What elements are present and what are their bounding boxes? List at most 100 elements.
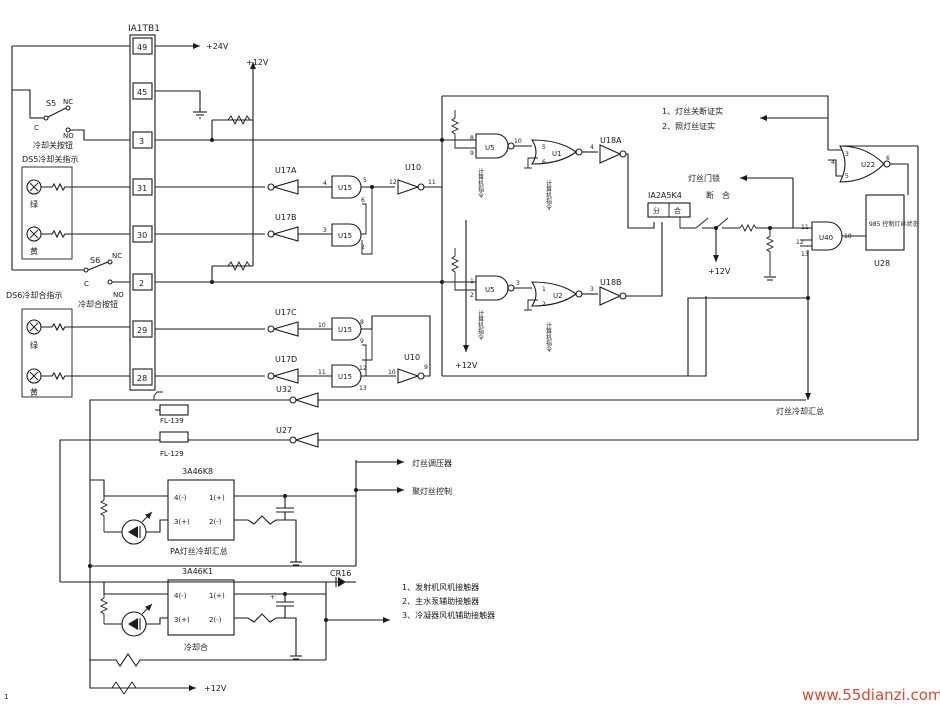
svg-text:3(+): 3(+)	[174, 518, 190, 526]
svg-text:10: 10	[318, 322, 326, 329]
svg-text:13: 13	[801, 251, 809, 258]
note-1: 1、灯丝关断证实	[662, 106, 723, 116]
gate-u5-top: U5 8 9 10 计算机指令	[470, 133, 522, 199]
svg-text:PA灯丝冷却汇总: PA灯丝冷却汇总	[170, 546, 228, 556]
terminal-pin-box	[132, 273, 153, 291]
u5-bias-resistor	[450, 248, 476, 291]
terminal-pin-label: 2	[139, 279, 144, 288]
svg-text:4: 4	[590, 144, 594, 151]
frame-bottom	[442, 296, 707, 377]
junction-dot	[210, 138, 214, 142]
pullup-resistor	[227, 114, 251, 126]
pin45-ground-wire	[155, 90, 201, 112]
junction-dot	[370, 185, 374, 189]
junction-dot	[768, 226, 772, 230]
ds6-caption: DS6冷却合指示	[6, 290, 62, 300]
svg-text:8: 8	[470, 135, 474, 142]
inverter-u17b: U17B	[267, 213, 332, 242]
ds5-green: 绿	[30, 200, 38, 209]
buffer-u27	[294, 432, 319, 448]
svg-text:+12V: +12V	[708, 267, 731, 276]
svg-text:计算机指令: 计算机指令	[477, 309, 484, 341]
terminal-pin-box	[132, 320, 153, 338]
terminal-pin-box	[132, 368, 153, 386]
svg-text:2: 2	[470, 292, 474, 299]
fil-adj-label: 灯丝调压器	[412, 458, 452, 468]
buffer-u18a: U18A	[599, 136, 627, 164]
svg-text:U15: U15	[338, 326, 352, 334]
svg-text:断 合: 断 合	[706, 190, 730, 200]
svg-text:985 控制灯丝状态: 985 控制灯丝状态	[869, 220, 918, 228]
gate-u15-c: U15 10 8 9	[318, 317, 364, 345]
s6-label: S6	[90, 256, 100, 265]
u17a-label: U17A	[275, 166, 297, 175]
svg-text:U5: U5	[485, 144, 495, 152]
svg-text:U15: U15	[338, 373, 352, 381]
svg-text:2: 2	[542, 301, 546, 308]
gate-u15-b: U15 3 2	[323, 223, 365, 251]
svg-text:计算机指令: 计算机指令	[545, 321, 552, 353]
latch-wire	[361, 203, 367, 235]
svg-text:分: 分	[653, 206, 660, 215]
svg-text:U2: U2	[553, 292, 563, 300]
s5-label: S5	[46, 99, 56, 108]
latch-wire	[361, 344, 367, 377]
fl139-filter	[159, 404, 189, 416]
fil-ctrl-label: 聚灯丝控制	[412, 486, 452, 496]
svg-text:U18B: U18B	[600, 278, 622, 287]
svg-text:12: 12	[359, 365, 367, 372]
svg-text:1(+): 1(+)	[209, 494, 225, 502]
gate-u5-bottom: U5 1 2 3 计算机指令	[470, 275, 520, 341]
u17c-label: U17C	[275, 308, 297, 317]
svg-text:8: 8	[360, 319, 364, 326]
svg-text:+: +	[270, 594, 275, 601]
svg-text:5: 5	[542, 144, 546, 151]
svg-text:U15: U15	[338, 184, 352, 192]
inverter-u10-top: U10 12 11	[389, 163, 442, 195]
block-u28: 985 控制灯丝状态 U28	[865, 194, 918, 268]
ds6-yellow: 黄	[30, 387, 38, 397]
terminal-pin-box	[132, 178, 153, 196]
svg-text:3A46K1: 3A46K1	[182, 567, 213, 576]
ds5-indicator: DS5冷却关指示 绿 黄	[21, 154, 130, 260]
svg-text:U28: U28	[874, 259, 890, 268]
s5-switch: S5 NC NO C 冷却关按钮	[12, 89, 130, 150]
s5-no: NO	[63, 132, 74, 140]
terminal-pin-label: 30	[137, 231, 147, 240]
svg-text:5: 5	[363, 177, 367, 184]
p24-label: +24V	[206, 42, 229, 51]
ds6-green: 绿	[30, 341, 38, 350]
svg-text:12: 12	[796, 239, 804, 246]
ds6-indicator: DS6冷却合指示 绿 黄	[6, 290, 130, 398]
filament-cool-label: 灯丝冷却汇总	[776, 406, 824, 416]
terminal-pin-label: 28	[137, 374, 147, 383]
svg-text:4(-): 4(-)	[174, 592, 187, 600]
svg-text:12: 12	[389, 179, 397, 186]
svg-text:10: 10	[388, 369, 396, 376]
svg-text:3: 3	[845, 151, 849, 158]
svg-text:3(+): 3(+)	[174, 616, 190, 624]
svg-text:U22: U22	[861, 161, 875, 169]
terminal-block: IA1TB1 49 45 3 31 30 2 29 28	[128, 24, 160, 391]
u18b-out-wire	[626, 222, 663, 297]
svg-text:11: 11	[318, 369, 326, 376]
svg-text:11: 11	[428, 179, 436, 186]
terminal-pin-label: 45	[137, 88, 147, 97]
svg-text:CR16: CR16	[330, 569, 351, 578]
module-3a46k8: 3A46K8 4(-) 3(+) 1(+) 2(-) PA灯丝冷却汇总	[90, 467, 356, 566]
svg-text:U1: U1	[552, 150, 562, 158]
s5-c: C	[34, 124, 39, 132]
u5-bias-resistor	[450, 110, 476, 149]
junction-dot	[440, 280, 444, 284]
terminal-pin-box	[132, 82, 153, 100]
junction-dot	[283, 592, 287, 596]
svg-text:4: 4	[323, 180, 327, 187]
terminal-pin-box	[132, 131, 153, 149]
p12-bottom-label: +12V	[204, 684, 227, 693]
pullup-resistor	[227, 260, 251, 272]
svg-text:9: 9	[360, 338, 364, 345]
inverter-u10-bottom: U10 10 9	[371, 315, 431, 384]
gate-u1: U1 5 6 4 计算机指令	[530, 139, 594, 211]
svg-text:4: 4	[831, 159, 835, 166]
u17b-label: U17B	[275, 213, 297, 222]
